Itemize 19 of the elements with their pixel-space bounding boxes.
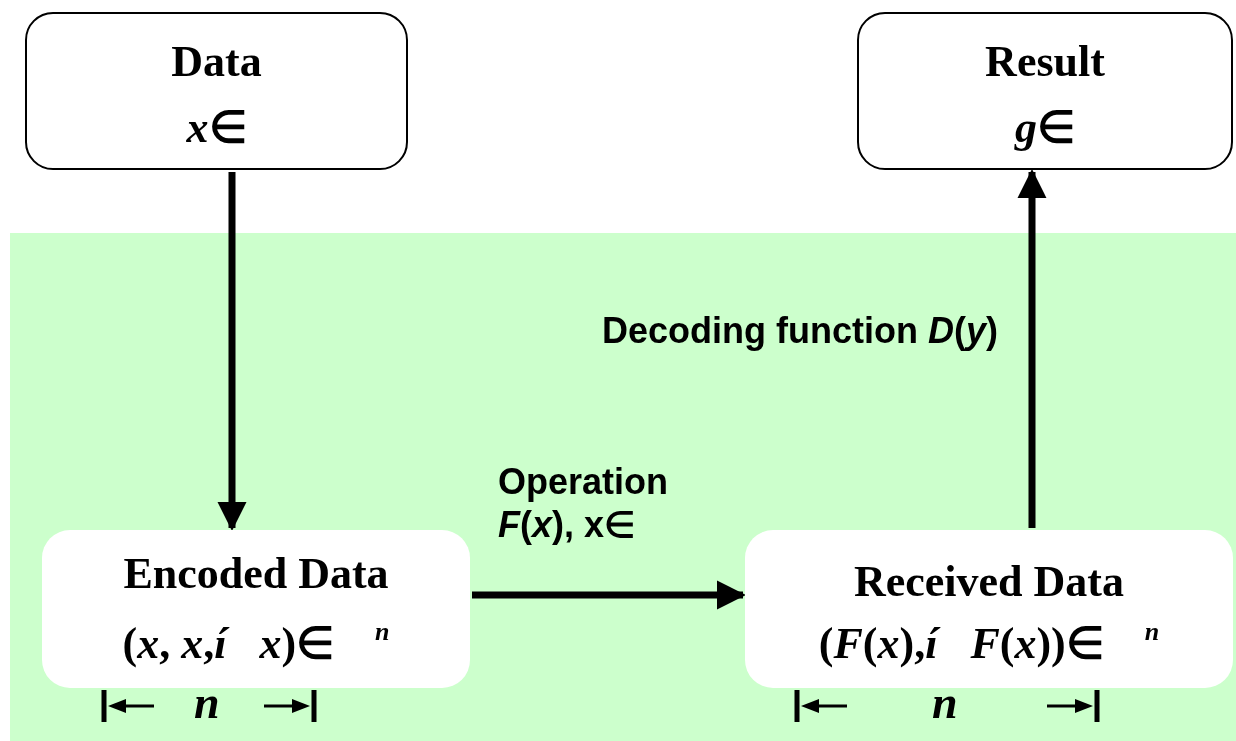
dimension-label: n (932, 680, 958, 726)
box-title: Result (984, 40, 1106, 84)
edge-label: Decoding function D(y) (601, 309, 999, 353)
math-expression: (F(x),í F(x))∈ $^{n}$ (817, 622, 1161, 666)
rounded-box (745, 530, 1233, 688)
math-expression: x∈ (185, 106, 248, 150)
box-title: Received Data (853, 560, 1125, 604)
dimension-label: n (194, 680, 220, 726)
math-expression: g∈ (1013, 106, 1076, 150)
rounded-box (857, 12, 1233, 170)
rounded-box (42, 530, 470, 688)
math-expression: (x, x,í x)∈ $^{n}$ (121, 622, 391, 666)
arrow (1017, 169, 1047, 528)
box-title: Data (170, 40, 263, 84)
rounded-box (25, 12, 408, 170)
arrow (472, 580, 746, 610)
arrow (217, 172, 247, 531)
box-title: Encoded Data (122, 552, 390, 596)
edge-label: Operation F(x), x∈ (498, 460, 669, 547)
